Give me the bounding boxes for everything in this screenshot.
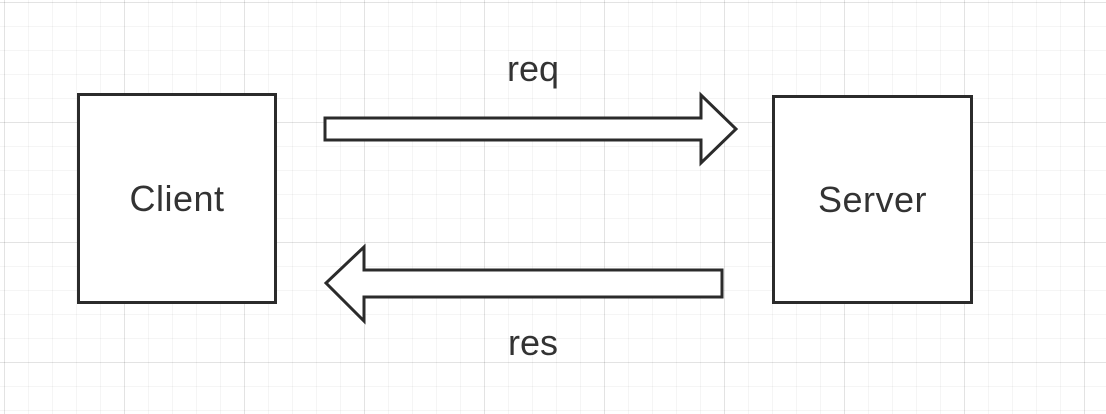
- client-node[interactable]: Client: [77, 93, 277, 304]
- server-label: Server: [817, 178, 928, 220]
- response-label: res: [508, 322, 559, 363]
- request-arrow[interactable]: [323, 91, 739, 167]
- server-node[interactable]: Server: [772, 95, 973, 304]
- client-label: Client: [129, 177, 225, 219]
- request-label: req: [507, 48, 560, 89]
- response-arrow[interactable]: [323, 243, 724, 325]
